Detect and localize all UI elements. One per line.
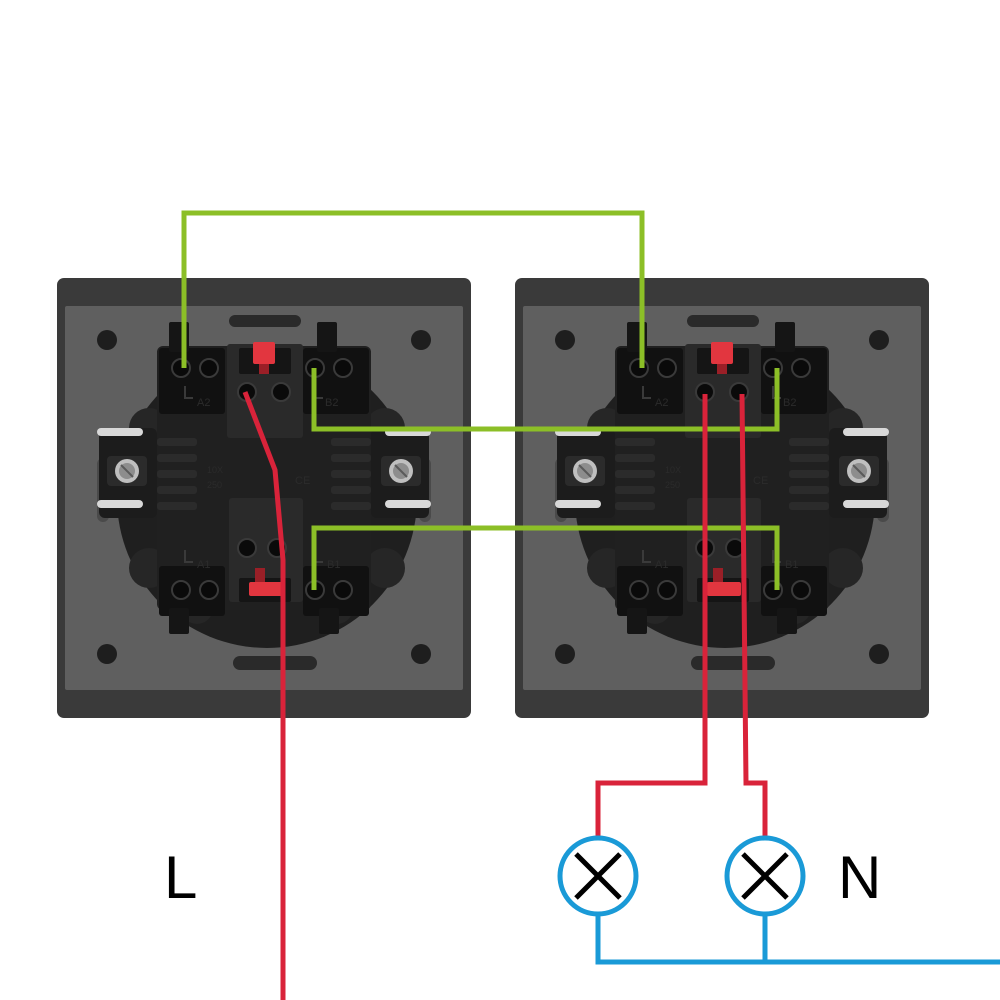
terminal-label-bc: BC xyxy=(715,514,728,524)
lamp1-switched-wire xyxy=(595,394,708,840)
voltage-label: 250 xyxy=(207,480,222,490)
traveler-wire-a2-a2 xyxy=(181,210,645,368)
ce-mark: CE xyxy=(295,475,310,487)
terminal-label-ac: AC xyxy=(257,422,270,432)
live-feed-wire xyxy=(242,391,286,1000)
traveler-wire-b2-b2 xyxy=(311,368,780,432)
rating-label: 10X xyxy=(207,465,223,475)
live-wires xyxy=(242,391,768,1000)
terminal-label-a2: A2 xyxy=(655,397,668,409)
terminal-label-b1: B1 xyxy=(327,559,340,571)
voltage-label: 250 xyxy=(665,480,680,490)
lamp2-switched-wire xyxy=(739,393,768,840)
rating-label: 10X xyxy=(665,465,681,475)
traveler-wire-b1-b1 xyxy=(311,525,780,590)
terminal-label-a1: A1 xyxy=(655,559,668,571)
switch-right: A2 B2 A1 B1 AC BC 10X 250 CE xyxy=(514,277,930,719)
neutral-wire xyxy=(595,915,1000,965)
switch-left: A2 B2 A1 B1 AC BC 10X 250 CE xyxy=(56,277,472,719)
ce-mark: CE xyxy=(753,475,768,487)
terminal-label-b1: B1 xyxy=(785,559,798,571)
terminal-label-bc: BC xyxy=(257,514,270,524)
terminal-label-a1: A1 xyxy=(197,559,210,571)
lamp-2 xyxy=(724,835,806,917)
lamp-1 xyxy=(557,835,639,917)
terminal-label-b2: B2 xyxy=(325,397,338,409)
line-label: L xyxy=(164,844,197,911)
terminal-label-a2: A2 xyxy=(197,397,210,409)
traveler-wires xyxy=(181,210,780,590)
terminal-label-b2: B2 xyxy=(783,397,796,409)
neutral-label: N xyxy=(838,844,881,911)
